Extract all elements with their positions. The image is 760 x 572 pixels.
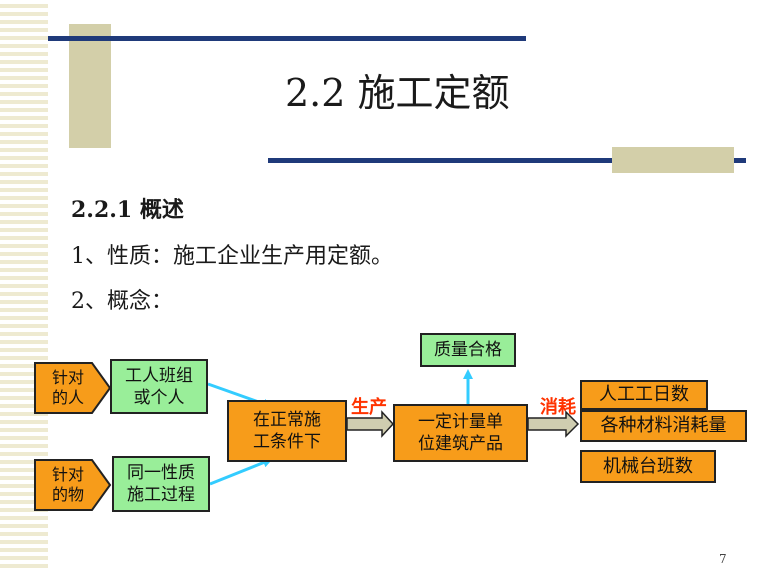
arrow-consume [527,410,580,438]
concept-line: 2、概念： [71,289,173,314]
nature-line: 1、性质：施工企业生产用定额。 [71,244,393,269]
process-box: 同一性质 施工过程 [112,456,210,512]
arrow-process-to-conditions [209,457,273,486]
produce-label: 生产 [351,397,387,418]
material-consumption-box: 各种材料消耗量 [580,410,747,442]
consume-label: 消耗 [540,397,576,418]
section-heading: 2.2.1 概述 [71,197,184,223]
page-number: 7 [719,552,727,566]
machine-shifts-box: 机械台班数 [580,450,716,483]
normal-conditions-box: 在正常施 工条件下 [227,400,347,462]
workers-box: 工人班组 或个人 [110,359,208,414]
target-object-chevron: 针对 的物 [34,459,112,511]
unit-product-box: 一定计量单 位建筑产品 [393,404,528,462]
target-person-chevron: 针对 的人 [34,362,112,414]
slide-title: 2.2 施工定额 [285,71,510,115]
decor-block-right [612,147,734,173]
target-person-label: 针对 的人 [51,368,84,407]
title-rule-bottom [268,158,746,163]
arrow-produce [346,410,395,438]
decor-block-left [69,24,111,148]
title-rule-top [48,36,526,41]
quality-box: 质量合格 [420,333,516,367]
labor-days-box: 人工工日数 [580,380,708,410]
target-object-label: 针对 的物 [51,465,84,504]
